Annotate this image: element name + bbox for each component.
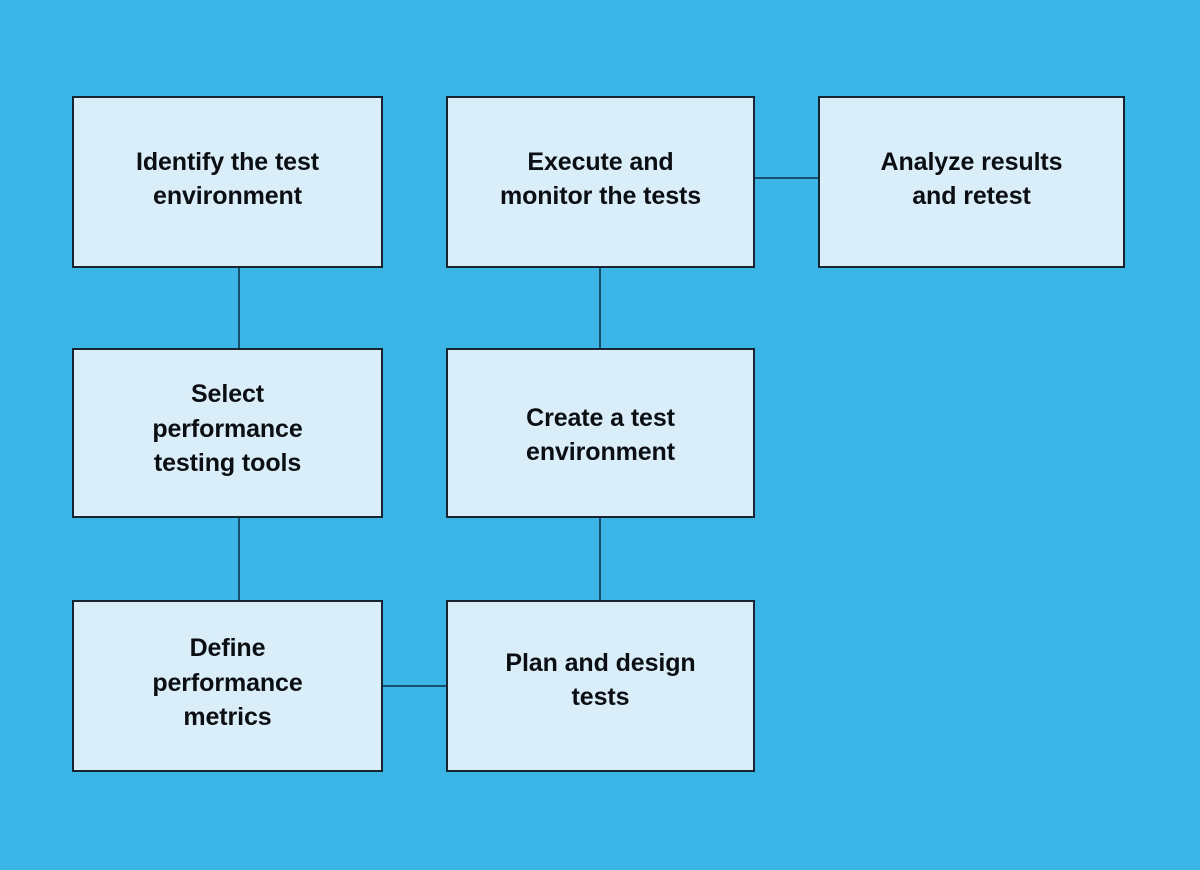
node-label: Plan and design tests [505,648,696,712]
node-create-test-environment[interactable]: Create a test environment [446,348,755,518]
connector-identify-to-select [238,266,240,350]
node-define-performance-metrics[interactable]: Define performance metrics [72,600,383,772]
node-plan-design-tests[interactable]: Plan and design tests [446,600,755,772]
node-label: Define performance metrics [152,634,303,732]
node-label: Create a test environment [526,403,675,467]
node-select-performance-tools[interactable]: Select performance testing tools [72,348,383,518]
connector-create-to-execute [599,266,601,350]
node-label: Execute and monitor the tests [499,147,702,211]
node-label: Identify the test environment [135,147,320,211]
node-label: Select performance testing tools [152,380,303,478]
node-label: Analyze results and retest [880,147,1063,211]
node-execute-monitor-tests[interactable]: Execute and monitor the tests [446,96,755,268]
node-identify-test-environment[interactable]: Identify the test environment [72,96,383,268]
connector-define-to-plan [381,685,448,687]
connector-select-to-define [238,516,240,602]
connector-plan-to-create [599,516,601,602]
connector-execute-to-analyze [753,177,820,179]
node-analyze-results-retest[interactable]: Analyze results and retest [818,96,1125,268]
